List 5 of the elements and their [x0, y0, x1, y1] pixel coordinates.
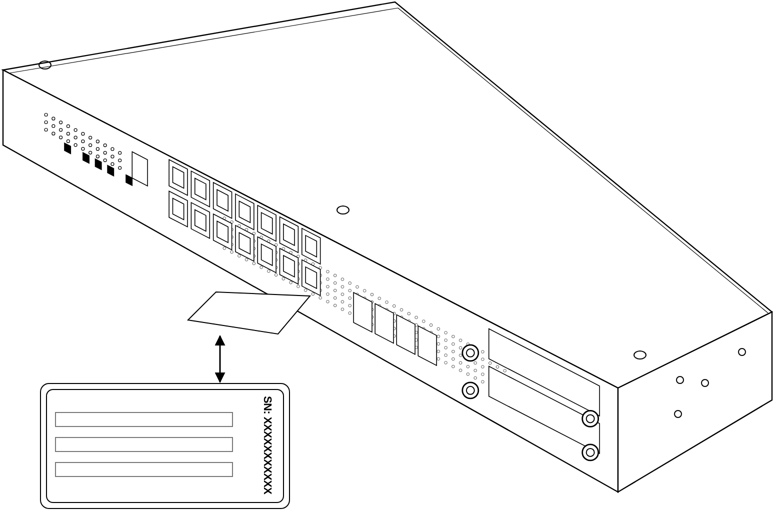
serial-number-text: SN: XXXXXXXXXXX — [260, 396, 273, 494]
pull-out-tag — [186, 292, 312, 335]
serial-number-label — [40, 383, 290, 509]
network-device-drawing — [1, 1, 774, 494]
double-headed-arrow — [214, 334, 226, 384]
